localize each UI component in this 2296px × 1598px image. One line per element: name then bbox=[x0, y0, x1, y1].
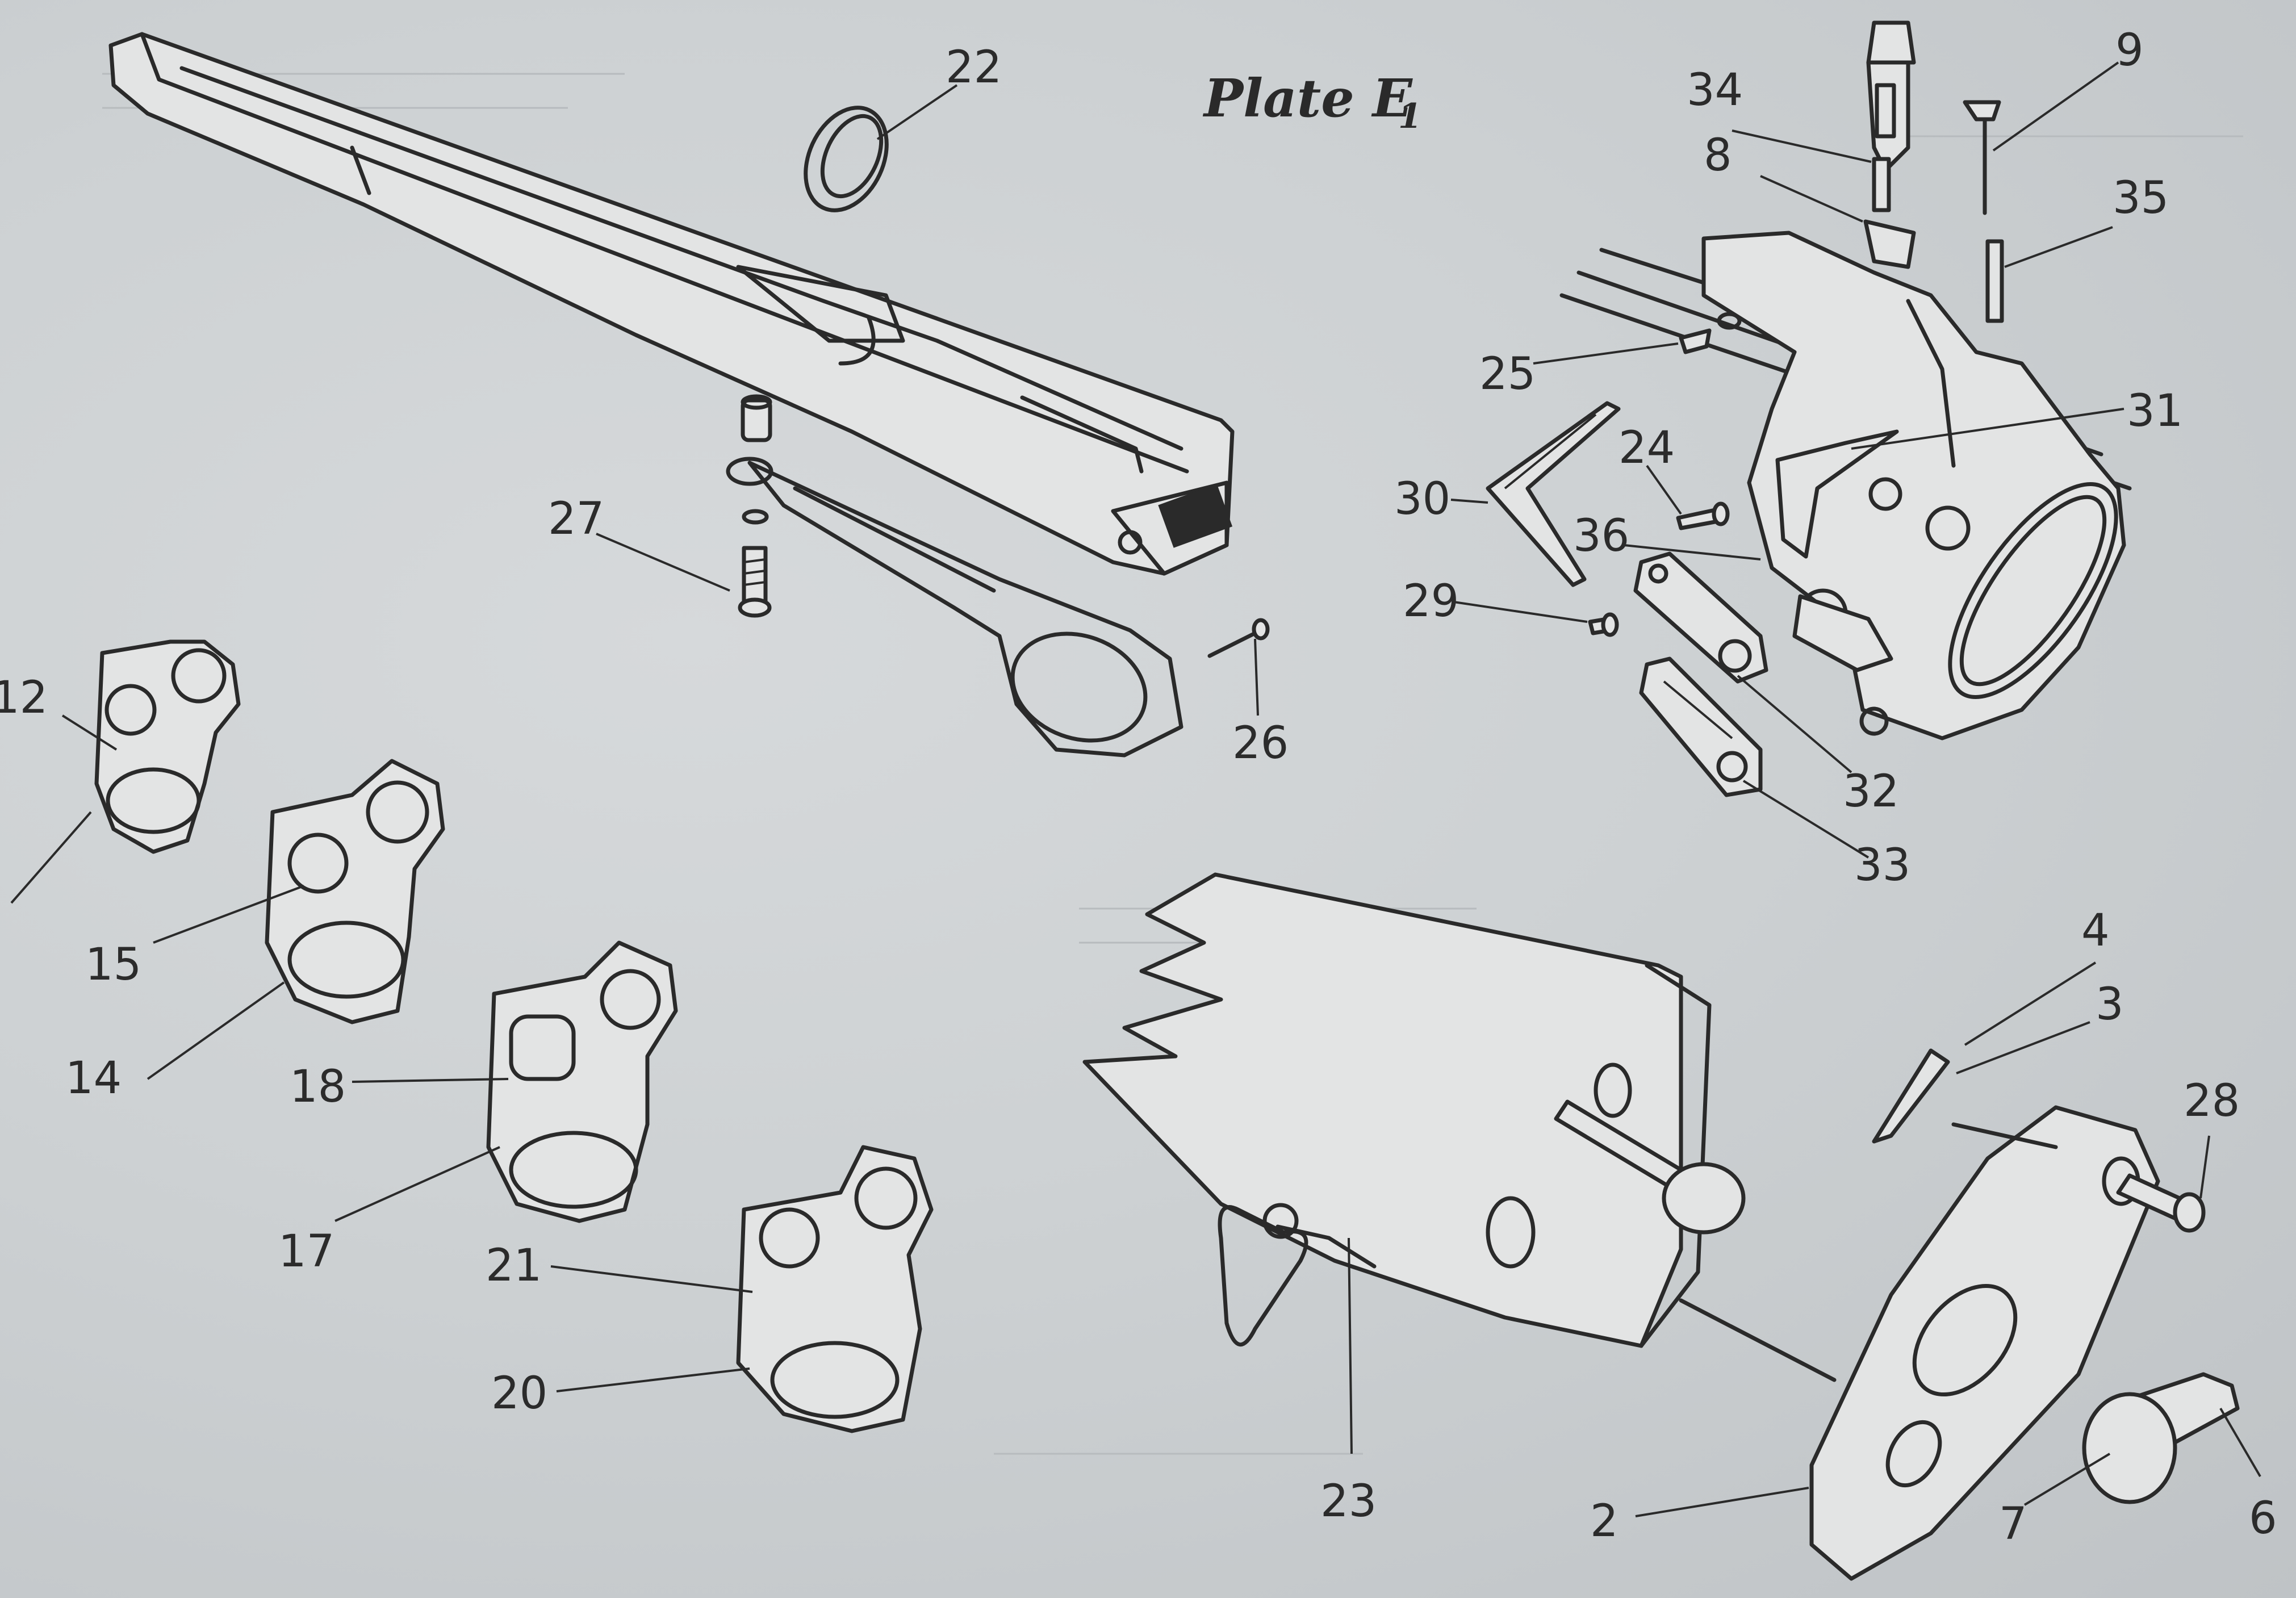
swivel-band-12 bbox=[94, 639, 241, 854]
callout-4: 4 bbox=[2081, 905, 2110, 956]
callout-12: 12 bbox=[0, 672, 48, 723]
callout-3: 3 bbox=[2096, 979, 2124, 1030]
callout-31: 31 bbox=[2127, 386, 2183, 437]
swivel-band-20 bbox=[736, 1145, 934, 1433]
callout-36: 36 bbox=[1573, 511, 1629, 562]
callout-6: 6 bbox=[2249, 1493, 2277, 1544]
rear-sight-parts bbox=[1863, 20, 2004, 323]
bleed-through-lines bbox=[102, 73, 2243, 1455]
swivel-band-17 bbox=[486, 940, 678, 1223]
callout-21: 21 bbox=[486, 1240, 542, 1291]
callout-34: 34 bbox=[1687, 65, 1743, 116]
swivel-band-14 bbox=[265, 759, 445, 1024]
callout-30: 30 bbox=[1394, 474, 1450, 525]
callout-32: 32 bbox=[1843, 766, 1899, 817]
callout-14: 14 bbox=[65, 1053, 122, 1104]
callout-26: 26 bbox=[1232, 718, 1289, 769]
leader-lines bbox=[10, 61, 2261, 1517]
callout-25: 25 bbox=[1479, 349, 1536, 400]
callout-9: 9 bbox=[2115, 25, 2144, 76]
callout-labels: 22 34 9 8 35 25 31 24 30 36 29 32 33 27 … bbox=[0, 25, 2277, 1550]
callout-8: 8 bbox=[1704, 130, 1732, 181]
callout-7: 7 bbox=[1999, 1499, 2027, 1550]
butt-plate bbox=[1679, 1048, 2240, 1581]
callout-18: 18 bbox=[290, 1061, 346, 1112]
callout-28: 28 bbox=[2184, 1076, 2240, 1127]
callout-33: 33 bbox=[1854, 840, 1910, 891]
plate-title-subscript: 1 bbox=[1398, 97, 1422, 136]
callout-2: 2 bbox=[1590, 1496, 1619, 1547]
fore-end-stock bbox=[108, 32, 1235, 576]
callout-35: 35 bbox=[2113, 173, 2169, 224]
callout-20: 20 bbox=[491, 1368, 547, 1419]
butt-stock bbox=[1082, 872, 1746, 1348]
callout-23: 23 bbox=[1320, 1476, 1377, 1527]
trigger-small-parts bbox=[1486, 328, 1768, 797]
trigger-guard-assembly bbox=[726, 394, 1270, 758]
plate-title: Plate E bbox=[1202, 68, 1413, 129]
callout-17: 17 bbox=[278, 1226, 334, 1277]
callout-29: 29 bbox=[1403, 576, 1459, 627]
callout-27: 27 bbox=[548, 493, 604, 545]
callout-22: 22 bbox=[946, 42, 1002, 93]
barrel-band-ring bbox=[804, 106, 889, 212]
callout-24: 24 bbox=[1619, 422, 1675, 474]
callout-15: 15 bbox=[85, 939, 141, 990]
